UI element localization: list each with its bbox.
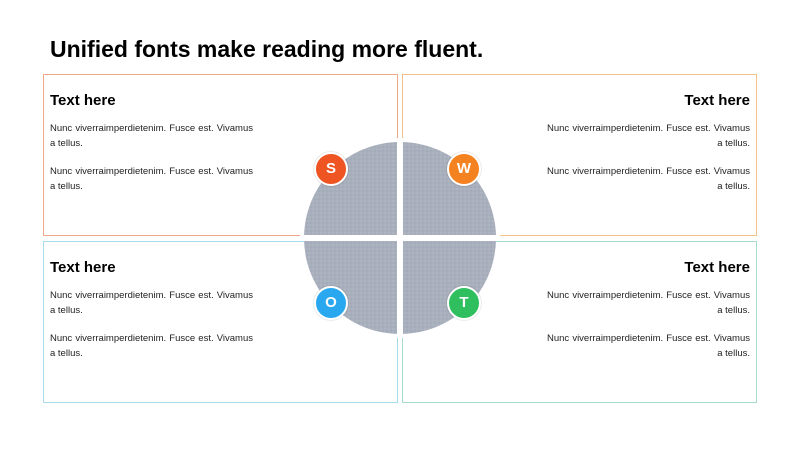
strengths-text-2: Nunc viverraimperdietenim. Fusce est. Vi… xyxy=(50,166,253,192)
opportunities-box: Text here Nunc viverraimperdietenim. Fus… xyxy=(43,241,398,403)
opportunities-text-2: Nunc viverraimperdietenim. Fusce est. Vi… xyxy=(50,333,253,359)
weaknesses-heading: Text here xyxy=(684,92,750,109)
threats-text-2: Nunc viverraimperdietenim. Fusce est. Vi… xyxy=(547,333,750,359)
slide-title: Unified fonts make reading more fluent. xyxy=(50,36,484,62)
opportunities-heading: Text here xyxy=(50,259,116,276)
strengths-box: Text here Nunc viverraimperdietenim. Fus… xyxy=(43,74,398,236)
weaknesses-badge: W xyxy=(447,152,481,186)
threats-text-1: Nunc viverraimperdietenim. Fusce est. Vi… xyxy=(547,290,750,316)
threats-heading: Text here xyxy=(684,259,750,276)
strengths-badge: S xyxy=(314,152,348,186)
threats-box: Text here Nunc viverraimperdietenim. Fus… xyxy=(402,241,757,403)
weaknesses-text-2: Nunc viverraimperdietenim. Fusce est. Vi… xyxy=(547,166,750,192)
opportunities-text-1: Nunc viverraimperdietenim. Fusce est. Vi… xyxy=(50,290,253,316)
opportunities-badge: O xyxy=(314,286,348,320)
strengths-text-1: Nunc viverraimperdietenim. Fusce est. Vi… xyxy=(50,123,253,149)
threats-badge: T xyxy=(447,286,481,320)
strengths-heading: Text here xyxy=(50,92,116,109)
weaknesses-text-1: Nunc viverraimperdietenim. Fusce est. Vi… xyxy=(547,123,750,149)
